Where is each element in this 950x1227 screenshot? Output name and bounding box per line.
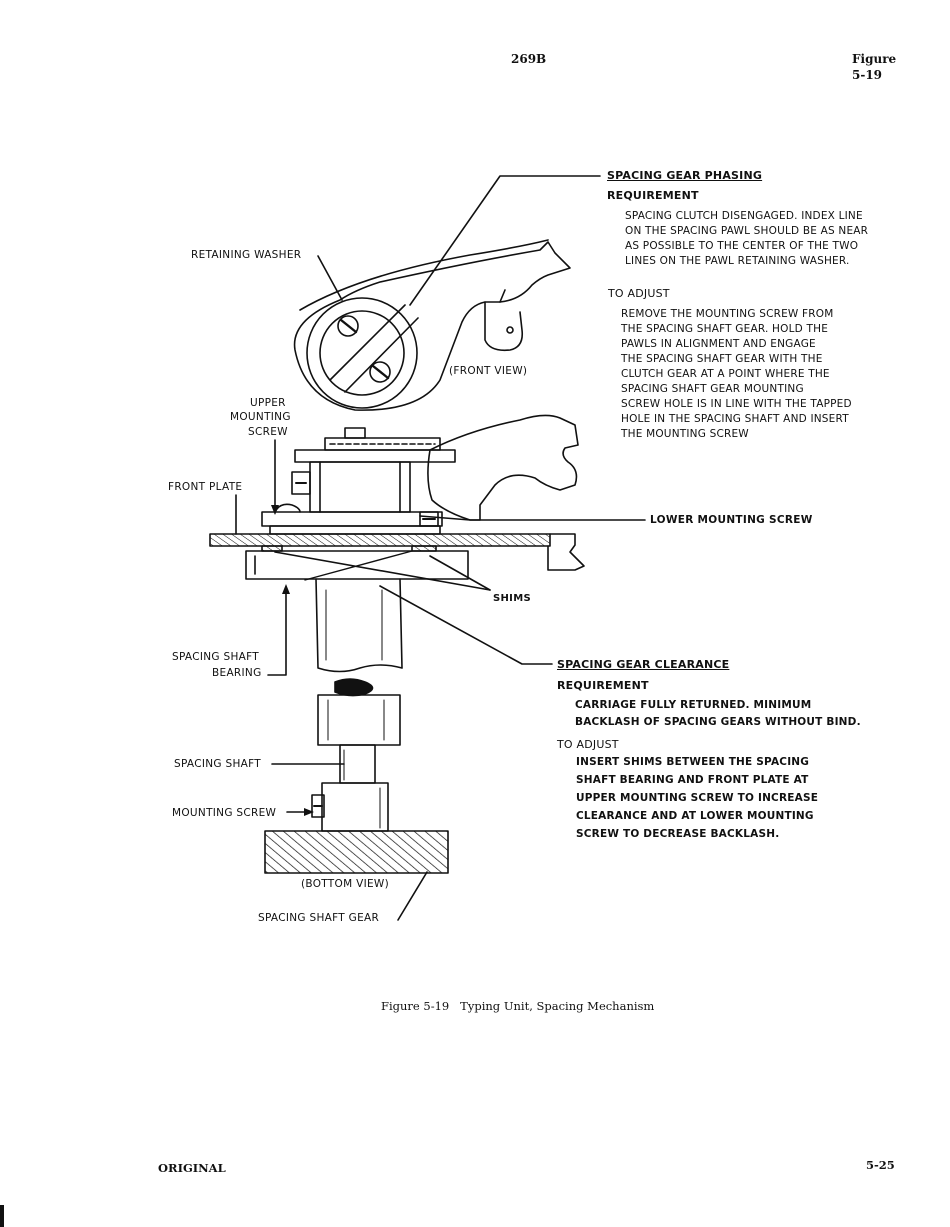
phasing-adjust-line: THE SPACING SHAFT GEAR WITH THE — [621, 353, 823, 365]
footer-left: ORIGINAL — [158, 1161, 226, 1175]
spacing-shaft-gear — [264, 830, 449, 874]
label-spacing-shaft-bearing-2: BEARING — [212, 667, 262, 679]
phasing-adjust-line: PAWLS IN ALIGNMENT AND ENGAGE — [621, 338, 816, 350]
clearance-req-line: CARRIAGE FULLY RETURNED. MINIMUM — [575, 699, 812, 711]
leader-clearance — [379, 585, 553, 665]
label-shims: SHIMS — [493, 593, 531, 604]
label-front-view: (FRONT VIEW) — [449, 365, 528, 377]
label-mounting-screw: MOUNTING SCREW — [172, 807, 277, 819]
phasing-adjust-line: SCREW HOLE IS IN LINE WITH THE TAPPED — [621, 398, 852, 410]
phasing-adjust-line: REMOVE THE MOUNTING SCREW FROM — [621, 308, 834, 320]
leader-bearing — [267, 587, 287, 676]
clearance-adjust-line: SHAFT BEARING AND FRONT PLATE AT — [576, 774, 809, 786]
phasing-req-line: LINES ON THE PAWL RETAINING WASHER. — [625, 255, 850, 267]
label-retaining-washer: RETAINING WASHER — [191, 249, 302, 261]
phasing-adjust-line: THE MOUNTING SCREW — [621, 428, 749, 440]
label-spacing-shaft: SPACING SHAFT — [174, 758, 261, 770]
footer-page-number: 5-25 — [866, 1158, 895, 1172]
clearance-req-line: BACKLASH OF SPACING GEARS WITHOUT BIND. — [575, 716, 861, 728]
phasing-requirement-label: REQUIREMENT — [607, 189, 699, 202]
label-lower-mounting-screw: LOWER MOUNTING SCREW — [650, 514, 813, 526]
phasing-req-line: ON THE SPACING PAWL SHOULD BE AS NEAR — [625, 225, 869, 237]
label-spacing-shaft-bearing-1: SPACING SHAFT — [172, 651, 259, 663]
scan-edge-mark — [0, 1205, 4, 1227]
clearance-title: SPACING GEAR CLEARANCE — [557, 658, 730, 671]
phasing-adjust-line: CLUTCH GEAR AT A POINT WHERE THE — [621, 368, 830, 380]
front-view-assembly — [293, 239, 571, 411]
leader-shims — [429, 555, 491, 591]
clearance-adjust-line: SCREW TO DECREASE BACKLASH. — [576, 828, 780, 840]
label-bottom-view: (BOTTOM VIEW) — [301, 878, 389, 890]
label-screw: SCREW — [248, 426, 288, 438]
leader-phasing — [409, 175, 601, 306]
clearance-adjust-line: CLEARANCE AND AT LOWER MOUNTING — [576, 810, 814, 822]
leader-lower-mounting-screw — [419, 515, 646, 521]
phasing-req-line: AS POSSIBLE TO THE CENTER OF THE TWO — [625, 240, 859, 252]
label-spacing-shaft-gear: SPACING SHAFT GEAR — [258, 912, 380, 924]
leader-retaining-washer — [317, 255, 343, 301]
clearance-adjust-label: TO ADJUST — [557, 738, 619, 751]
phasing-adjust-line: THE SPACING SHAFT GEAR. HOLD THE — [621, 323, 829, 335]
label-front-plate: FRONT PLATE — [168, 481, 243, 493]
phasing-adjust-line: HOLE IN THE SPACING SHAFT AND INSERT — [621, 413, 849, 425]
clearance-requirement-label: REQUIREMENT — [557, 679, 649, 692]
phasing-adjust-line: SPACING SHAFT GEAR MOUNTING — [621, 383, 804, 395]
phasing-adjust-label: TO ADJUST — [608, 287, 670, 300]
figure-number: 5-19 — [852, 68, 883, 82]
spacing-shaft-bearing — [245, 550, 469, 580]
phasing-title: SPACING GEAR PHASING — [607, 169, 763, 182]
leader-spacing-shaft-gear — [397, 871, 428, 921]
figure-label: Figure — [852, 52, 897, 66]
spacing-shaft — [339, 744, 376, 784]
figure-caption: Figure 5-19 Typing Unit, Spacing Mechani… — [381, 999, 655, 1013]
front-plate — [209, 533, 585, 571]
doc-number: 269B — [511, 52, 547, 66]
label-upper: UPPER — [250, 397, 286, 409]
label-mounting: MOUNTING — [230, 411, 291, 423]
clearance-adjust-line: UPPER MOUNTING SCREW TO INCREASE — [576, 792, 819, 804]
spacing-shaft-upper — [315, 578, 403, 673]
clearance-adjust-line: INSERT SHIMS BETWEEN THE SPACING — [576, 756, 810, 768]
phasing-req-line: SPACING CLUTCH DISENGAGED. INDEX LINE — [625, 210, 863, 222]
